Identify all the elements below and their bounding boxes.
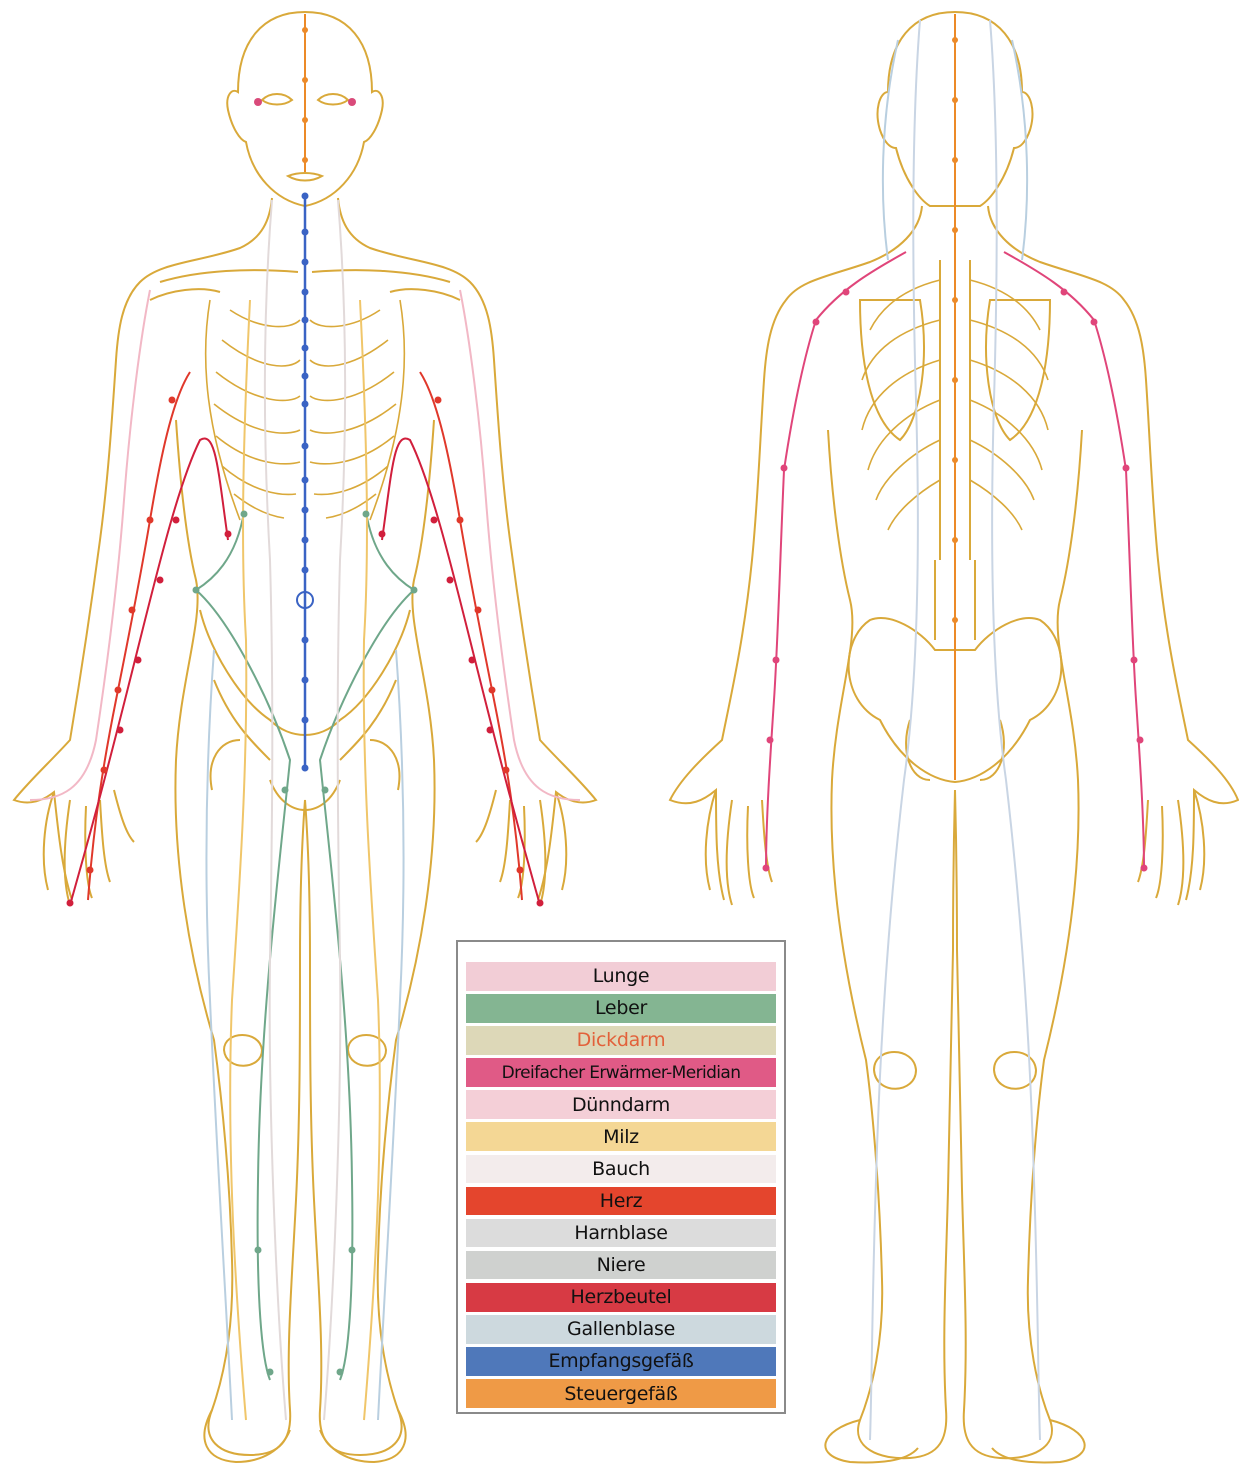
- front-herz-left: [88, 372, 190, 900]
- front-left-eye: [262, 94, 292, 105]
- back-dreifacher-right: [1004, 252, 1144, 870]
- legend-item: Herz: [466, 1187, 776, 1216]
- legend-item: Dreifacher Erwärmer-Meridian: [466, 1058, 776, 1087]
- legend-item: Lunge: [466, 962, 776, 991]
- legend-item: Milz: [466, 1122, 776, 1151]
- legend-item: Bauch: [466, 1155, 776, 1184]
- legend-item: Herzbeutel: [466, 1283, 776, 1312]
- legend-item: Niere: [466, 1251, 776, 1280]
- back-feet: [825, 1420, 1084, 1462]
- back-dreifacher-left: [766, 252, 906, 870]
- front-herz-right: [420, 372, 522, 900]
- legend-item: Steuergefäß: [466, 1379, 776, 1408]
- front-mouth: [288, 173, 322, 181]
- legend-item: Leber: [466, 994, 776, 1023]
- legend-item: Harnblase: [466, 1219, 776, 1248]
- legend-item: Dickdarm: [466, 1026, 776, 1055]
- legend-item: Gallenblase: [466, 1315, 776, 1344]
- legend-item: Dünndarm: [466, 1090, 776, 1119]
- legend-item: Empfangsgefäß: [466, 1347, 776, 1376]
- front-right-eye: [318, 94, 348, 105]
